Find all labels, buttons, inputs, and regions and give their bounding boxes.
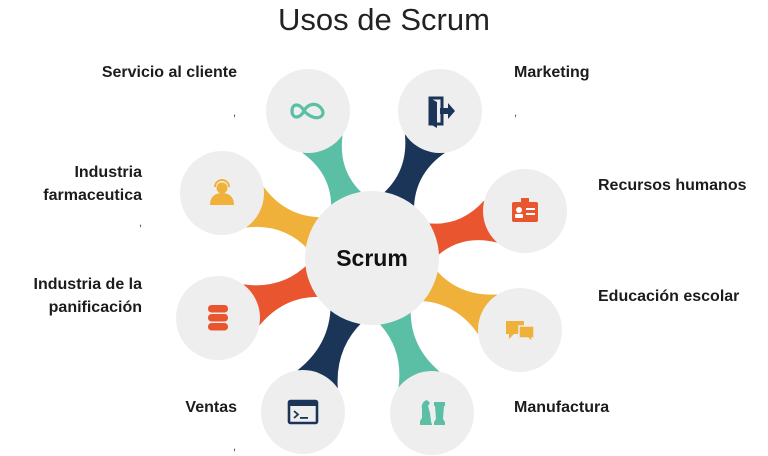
connector-panificacion <box>243 263 322 326</box>
label-educacion: Educación escolar <box>598 288 740 305</box>
infinity-icon <box>290 102 325 120</box>
icons <box>208 96 538 425</box>
chess-pieces-icon <box>420 400 445 425</box>
label-manufactura: Manufactura <box>514 399 610 416</box>
label-marketing: Marketing <box>514 64 590 81</box>
chat-bubbles-icon <box>506 321 535 344</box>
connectors <box>243 134 498 389</box>
mark-servicio: , <box>233 107 237 119</box>
label-rrhh: Recursos humanos <box>598 177 747 194</box>
connector-marketing <box>381 134 445 211</box>
mark-farmaceutica: , <box>139 217 143 229</box>
node-circle-servicio <box>266 69 350 153</box>
connector-rrhh <box>425 200 498 258</box>
connector-educacion <box>418 268 498 335</box>
terminal-window-icon <box>287 399 319 425</box>
diagram-title: Usos de Scrum <box>278 2 490 37</box>
mark-ventas: , <box>233 441 237 453</box>
database-icon <box>208 305 228 331</box>
connector-servicio <box>302 135 365 210</box>
label-farmaceutica: Industria farmaceutica <box>43 164 142 204</box>
center-circle <box>305 191 439 325</box>
label-servicio: Servicio al cliente <box>101 64 237 81</box>
connector-farmaceutica <box>246 187 324 251</box>
node-circle-ventas <box>261 370 345 454</box>
connector-manufactura <box>377 308 440 388</box>
connector-ventas <box>297 306 364 389</box>
label-panificacion: Industria de la panificación <box>33 276 142 316</box>
support-agent-icon <box>210 179 234 205</box>
id-card-icon <box>512 198 538 222</box>
node-circle-manufactura <box>390 371 474 455</box>
center-label: Scrum <box>336 245 408 271</box>
exit-icon <box>428 96 455 128</box>
mark-marketing: , <box>514 107 518 119</box>
label-ventas: Ventas <box>185 399 237 416</box>
